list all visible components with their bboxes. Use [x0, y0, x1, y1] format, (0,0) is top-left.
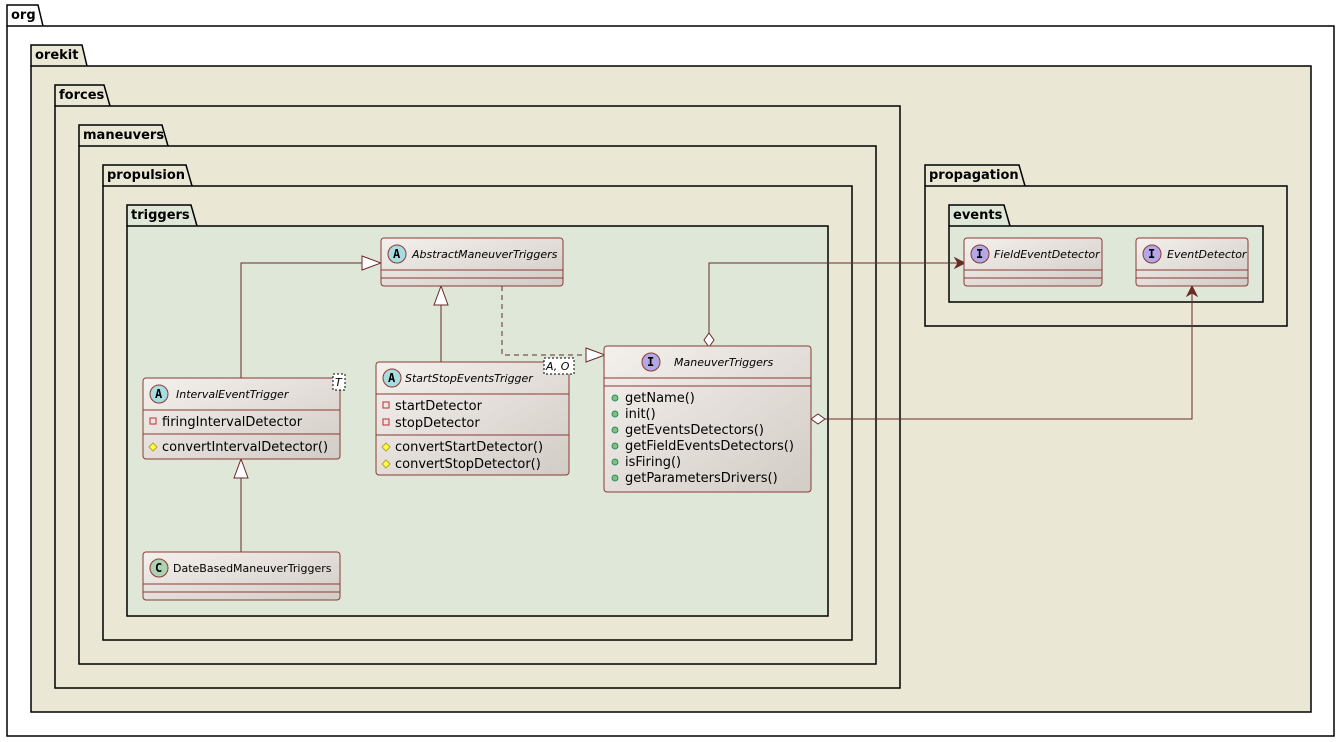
abstract-badge-icon	[149, 384, 169, 404]
class-name: FieldEventDetector	[994, 248, 1101, 261]
arrow-hollow-triangle	[233, 457, 249, 479]
public-visibility-icon	[611, 410, 619, 418]
badge-letter: I	[976, 247, 983, 261]
class-name: ManeuverTriggers	[674, 356, 773, 369]
package-triggers-label: triggers	[131, 208, 190, 223]
class-event-detector[interactable]: I EventDetector	[1135, 237, 1249, 287]
generic-param: A, O	[545, 360, 570, 373]
class-badge-icon	[149, 558, 169, 578]
badge-letter: I	[1148, 247, 1155, 261]
method: convertStartDetector()	[395, 440, 543, 455]
method: getName()	[625, 391, 695, 406]
package-propagation-label: propagation	[929, 168, 1019, 183]
badge-letter: A	[155, 387, 163, 401]
class-name: AbstractManeuverTriggers	[411, 248, 558, 261]
private-visibility-icon	[149, 417, 157, 425]
arrow-hollow-triangle	[433, 284, 449, 306]
class-abstract-maneuver-triggers[interactable]: A AbstractManeuverTriggers	[380, 237, 564, 287]
method: convertIntervalDetector()	[162, 440, 328, 455]
class-date-based-maneuver-triggers[interactable]: C DateBasedManeuverTriggers	[142, 551, 341, 601]
relations	[233, 255, 1199, 552]
edge-maneuvertriggers-to-eventdetector	[825, 288, 1193, 420]
protected-visibility-icon	[381, 442, 391, 452]
class-maneuver-triggers[interactable]: I ManeuverTriggers getName() init() getE…	[603, 345, 812, 493]
package-org-label: org	[11, 8, 36, 23]
interface-badge-icon	[1142, 244, 1162, 264]
class-name: IntervalEventTrigger	[176, 388, 290, 401]
protected-visibility-icon	[381, 459, 391, 469]
badge-letter: C	[155, 561, 162, 575]
class-name: DateBasedManeuverTriggers	[173, 562, 332, 575]
package-events-label: events	[953, 208, 1003, 223]
public-visibility-icon	[611, 442, 619, 450]
field: stopDetector	[395, 416, 480, 431]
public-visibility-icon	[611, 458, 619, 466]
class-field-event-detector[interactable]: I FieldEventDetector	[963, 237, 1103, 287]
class-start-stop-events-trigger[interactable]: A, O A StartStopEventsTrigger startDetec…	[375, 357, 575, 476]
package-forces-label: forces	[59, 88, 105, 103]
arrow-open	[953, 256, 967, 270]
aggregation-diamond	[810, 413, 826, 425]
arrow-open	[1185, 284, 1199, 298]
interface-badge-icon	[641, 352, 661, 372]
protected-visibility-icon	[148, 442, 158, 452]
method: getEventsDetectors()	[625, 423, 764, 438]
badge-letter: I	[647, 355, 654, 369]
interface-badge-icon	[970, 244, 990, 264]
edge-interval-extends-abstract	[240, 262, 362, 378]
package-maneuvers-label: maneuvers	[83, 128, 164, 143]
edge-abstract-implements-maneuvertriggers	[501, 286, 586, 356]
method: init()	[625, 407, 656, 422]
package-orekit-label: orekit	[35, 48, 78, 63]
class-name: EventDetector	[1167, 248, 1248, 261]
badge-letter: A	[388, 371, 396, 385]
abstract-badge-icon	[382, 368, 402, 388]
package-propulsion-label: propulsion	[107, 168, 185, 183]
generic-param-box	[543, 357, 575, 375]
public-visibility-icon	[611, 394, 619, 402]
method: isFiring()	[625, 455, 681, 470]
class-name: StartStopEventsTrigger	[405, 372, 534, 385]
method: getParametersDrivers()	[625, 471, 778, 486]
class-interval-event-trigger[interactable]: T A IntervalEventTrigger firingIntervalD…	[142, 373, 346, 460]
field: firingIntervalDetector	[162, 415, 303, 430]
private-visibility-icon	[382, 418, 390, 426]
arrow-hollow-triangle	[361, 255, 383, 271]
generic-param-box	[332, 373, 346, 391]
private-visibility-icon	[382, 401, 390, 409]
field: startDetector	[395, 399, 483, 414]
generic-param: T	[335, 376, 343, 389]
public-visibility-icon	[611, 474, 619, 482]
public-visibility-icon	[611, 426, 619, 434]
method: convertStopDetector()	[395, 457, 541, 472]
arrow-hollow-triangle	[585, 347, 607, 363]
badge-letter: A	[393, 247, 401, 261]
edge-maneuvertriggers-to-fieldeventdetector	[708, 262, 964, 334]
aggregation-diamond	[703, 332, 715, 348]
abstract-badge-icon	[387, 244, 407, 264]
method: getFieldEventsDetectors()	[625, 439, 794, 454]
